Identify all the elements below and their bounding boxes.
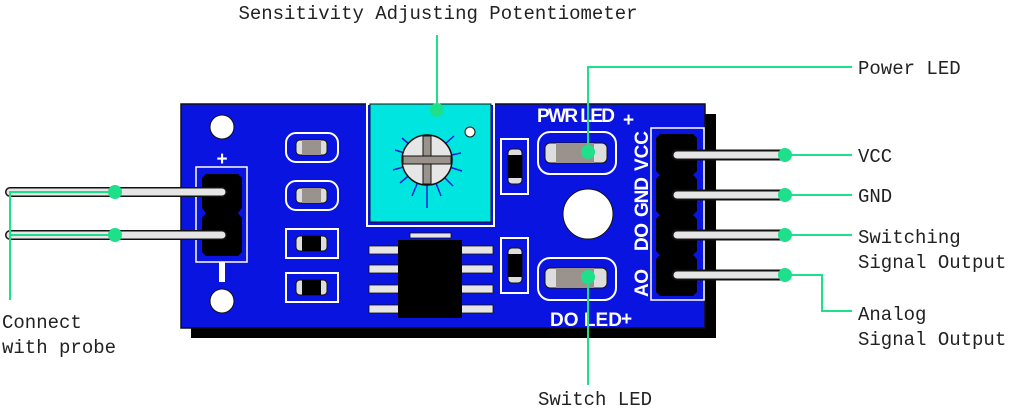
smd-capacitor: [285, 272, 339, 303]
label-probe-line1: Connect: [2, 312, 82, 334]
output-header: [656, 134, 697, 296]
silk-gnd: GND: [632, 177, 653, 217]
silk-ao: AO: [632, 269, 653, 297]
smd-capacitor: [285, 228, 339, 259]
label-probe-line2: with probe: [2, 337, 116, 359]
ic-chip: [368, 232, 494, 318]
silk-do: DO: [632, 223, 653, 251]
silk-plus: +: [216, 149, 227, 170]
mounting-hole: [209, 288, 235, 314]
silk-do-led: DO LED: [550, 310, 622, 331]
smd-resistor: [285, 132, 339, 163]
silk-pwr-led: PWR LED: [537, 106, 615, 127]
label-power-led: Power LED: [858, 58, 961, 80]
label-gnd: GND: [858, 186, 892, 208]
label-ao-line2: Signal Output: [858, 329, 1006, 351]
label-do-line2: Signal Output: [858, 252, 1006, 274]
smd-resistor: [285, 180, 339, 211]
silk-plus: +: [623, 110, 634, 131]
potentiometer[interactable]: [366, 103, 495, 227]
silk-plus: +: [621, 309, 632, 330]
pot-marker: [464, 126, 476, 138]
callout-lines: [9, 35, 852, 385]
silk-minus: [219, 262, 225, 282]
jumper-outline: [195, 166, 248, 263]
label-ao-line1: Analog: [858, 304, 926, 326]
label-do-line1: Switching: [858, 227, 961, 249]
smd-resistor-vertical: [500, 138, 529, 195]
photo-sensor: [562, 188, 614, 240]
callout-dots: [108, 103, 792, 284]
probe-header: [202, 174, 242, 256]
label-vcc: VCC: [858, 146, 892, 168]
label-switch-led: Switch LED: [538, 389, 652, 411]
smd-resistor-vertical: [500, 237, 529, 294]
header-outline: [650, 127, 705, 301]
output-pins: [671, 149, 791, 281]
mounting-hole: [209, 114, 235, 140]
label-potentiometer: Sensitivity Adjusting Potentiometer: [238, 3, 637, 25]
silk-vcc: VCC: [632, 131, 653, 171]
